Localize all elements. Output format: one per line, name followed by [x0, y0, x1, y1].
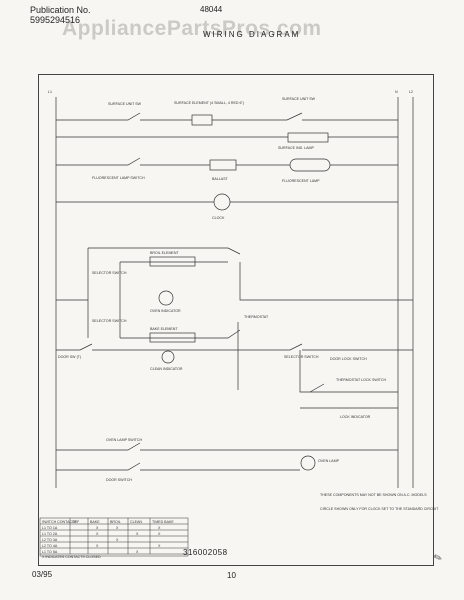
diagram-frame — [38, 74, 434, 566]
surface-lamp-body — [287, 132, 329, 143]
ballast-label: BALLAST — [212, 177, 229, 181]
switch-table-cell: X — [116, 538, 119, 542]
switch-table-cell: X — [96, 526, 99, 530]
door-switch-wire — [56, 299, 413, 351]
surface-unit-switch-right-label: SURFACE UNIT SW — [282, 97, 316, 101]
fluorescent-switch-label: FLUORESCENT LAMP SWITCH — [92, 176, 145, 180]
switch-table-header: TIMED BAKE — [152, 520, 174, 524]
surface-element-coil — [191, 114, 213, 126]
surface-indicator-lamp-label: SURFACE IND. LAMP — [278, 146, 315, 150]
broil-element-label: BROIL ELEMENT — [150, 251, 179, 255]
bake-element-label: BAKE ELEMENT — [150, 327, 178, 331]
selector-switch-bottom-label: SELECTOR SWITCH — [92, 319, 127, 323]
switch-table-cell: L2 TO 4A — [42, 544, 58, 548]
fluorescent-circuit-wire — [56, 157, 398, 166]
switch-table-cell: L2 TO 3A — [42, 538, 58, 542]
publication-block: Publication No. 5995294516 — [30, 5, 91, 25]
clock-label: CLOCK — [212, 216, 225, 220]
switch-table-header: BAKE — [90, 520, 100, 524]
oven-indicator-label: OVEN INDICATOR — [150, 309, 181, 313]
thermostat-lock-switch-label: THERMOSTAT LOCK SWITCH — [336, 378, 387, 382]
fluorescent-lamp-label: FLUORESCENT LAMP — [282, 179, 320, 183]
oven-indicator-lamp — [158, 290, 174, 306]
oven-lamp-wire — [56, 442, 398, 471]
switch-table-cell: L1 TO 2A — [42, 532, 58, 536]
watermark: AppliancePartsPros.com — [62, 17, 322, 40]
lock-switch-wire — [300, 383, 398, 409]
switch-table-cell: X — [158, 544, 161, 548]
surface-unit-switch-left-label: SURFACE UNIT SW — [108, 102, 142, 106]
switch-table-cell: L1 TO 1A — [42, 526, 58, 530]
bake-circuit-wire — [87, 248, 241, 339]
bake-element-coil — [149, 332, 196, 343]
door-sw-label: DOOR SW (T) — [58, 355, 81, 359]
thermostat-label: THERMOSTAT — [244, 315, 269, 319]
switch-table-header: SWITCH CONTACTS — [42, 520, 77, 524]
note-1: THESE COMPONENTS MAY NOT BE SHOWN ON A.C… — [320, 493, 427, 497]
fluorescent-lamp-tube — [289, 158, 331, 172]
switch-table-cell: X — [136, 532, 139, 536]
selector-switch-top-label: SELECTOR SWITCH — [92, 271, 127, 275]
switch-table-grid — [39, 517, 189, 557]
l2-label: L2 — [409, 90, 413, 94]
switch-table-header: CLEAN — [130, 520, 142, 524]
switch-table-cell: X — [96, 544, 99, 548]
broil-circuit-wire — [88, 247, 413, 301]
switch-table-cell: X — [96, 532, 99, 536]
oven-lamp-label: OVEN LAMP — [318, 459, 340, 463]
switch-table-footnote: X INDICATES CONTACTS CLOSED — [42, 555, 101, 559]
oven-lamp-switch-label: OVEN LAMP SWITCH — [106, 438, 142, 442]
switch-table-header: BROIL — [110, 520, 121, 524]
publication-number: 5995294516 — [30, 15, 81, 25]
publication-label: Publication No. — [30, 5, 91, 15]
selector-switch-right-label: SELECTOR SWITCH — [284, 355, 319, 359]
switch-table-cell: X — [116, 526, 119, 530]
note-2: CIRCLE SHOWN ONLY FOR CLOCK SET TO THE S… — [320, 507, 439, 511]
surface-circuit-wire — [56, 112, 398, 121]
page-number: 10 — [227, 571, 236, 580]
oven-lamp-bulb — [300, 455, 316, 471]
n-label: N — [395, 90, 398, 94]
diagram-title: WIRING DIAGRAM — [203, 30, 301, 39]
switch-table-cell: L1 TO 5A — [42, 550, 58, 554]
switch-table-cell: X — [158, 526, 161, 530]
switch-table-cell: X — [158, 532, 161, 536]
door-lock-switch-label: DOOR LOCK SWITCH — [330, 357, 367, 361]
surface-element-label: SURFACE ELEMENT (4 SMALL, 4 RED 6") — [174, 101, 244, 105]
ballast-box — [209, 159, 237, 171]
switch-table-cell: X — [136, 550, 139, 554]
broil-element-coil — [149, 256, 196, 267]
lock-indicator-label: LOCK INDICATOR — [340, 415, 371, 419]
clean-indicator-lamp — [161, 350, 175, 364]
document-number: 316002058 — [183, 548, 228, 557]
switch-table-header: OFF — [72, 520, 80, 524]
clean-indicator-label: CLEAN INDICATOR — [150, 367, 183, 371]
door-switch-label: DOOR SWITCH — [106, 478, 132, 482]
footer-date: 03/95 — [32, 570, 53, 579]
model-number: 48044 — [200, 5, 223, 14]
l1-label: L1 — [48, 90, 52, 94]
thermostat-wire — [237, 322, 398, 393]
clock-motor — [213, 193, 231, 211]
